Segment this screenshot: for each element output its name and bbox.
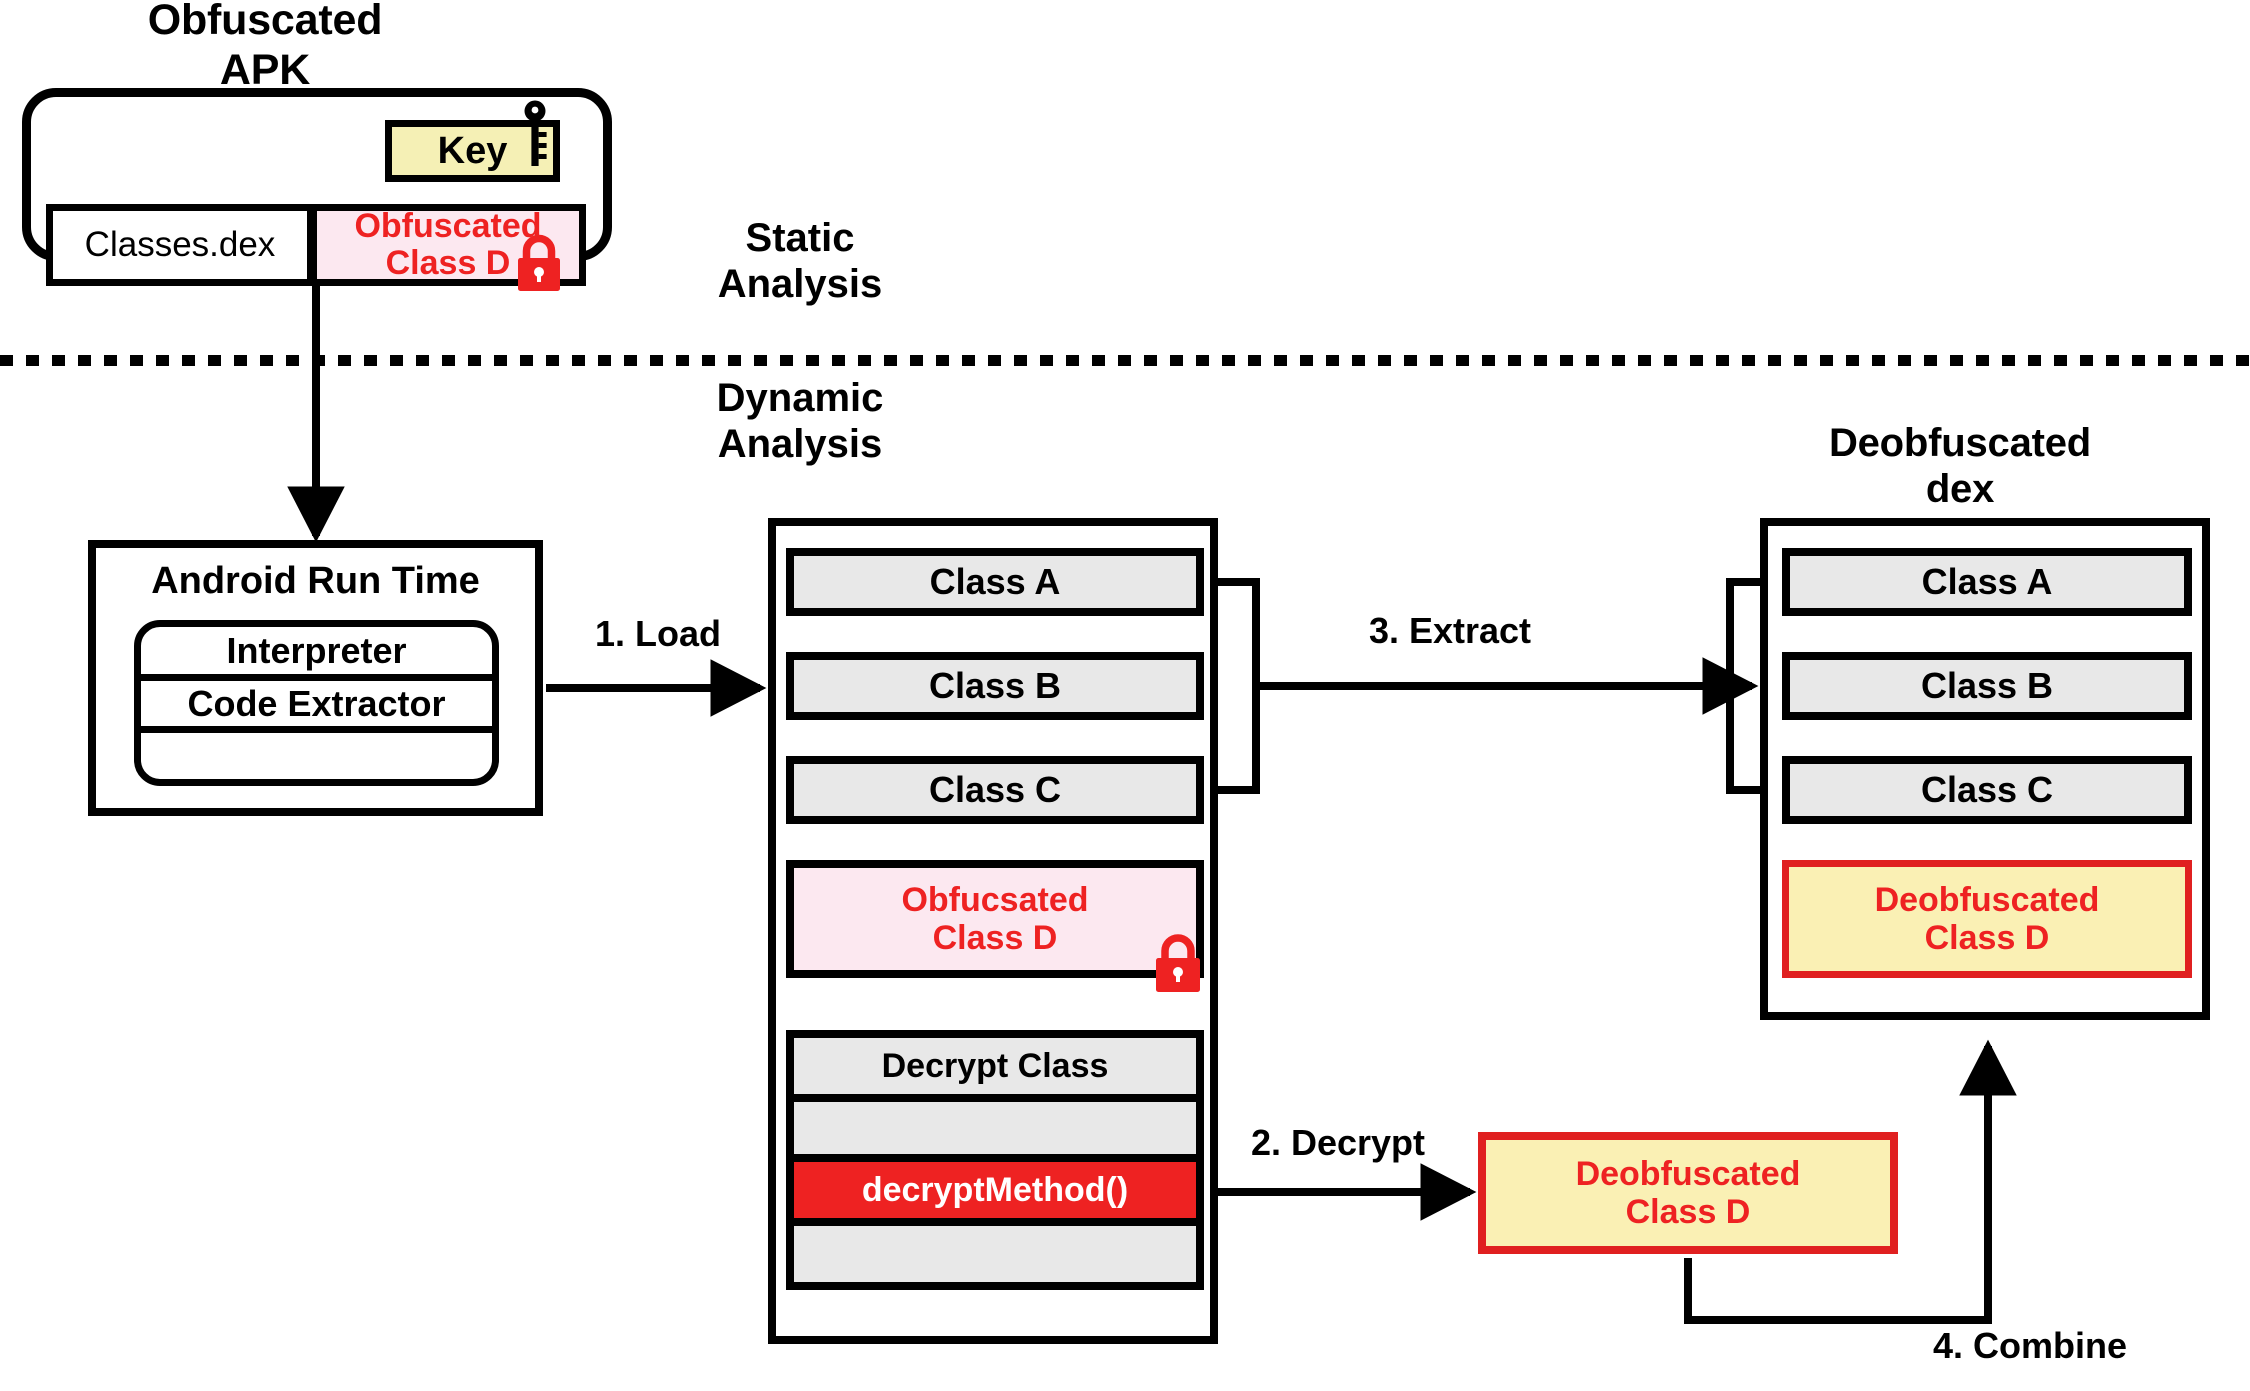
classes-dex-label: Classes.dex (84, 225, 276, 264)
dex-class-b-label: Class B (1920, 665, 2054, 706)
loaded-class-a-label: Class A (929, 561, 1061, 602)
runtime-row-interpreter[interactable]: Interpreter (141, 627, 492, 681)
runtime-row-empty[interactable] (141, 733, 492, 778)
loaded-obfuscated-class-d-line1: Obfucsated (901, 880, 1089, 919)
loaded-obfuscated-class-d[interactable]: Obfucsated Class D (786, 860, 1204, 978)
step-label-decrypt: 2. Decrypt (1250, 1122, 1426, 1163)
dex-class-a-label: Class A (1921, 561, 2053, 602)
lock-icon (1156, 934, 1200, 992)
loaded-class-c[interactable]: Class C (786, 756, 1204, 824)
key-icon (524, 100, 547, 166)
deobfuscated-dex-title-line2: dex (1925, 467, 1995, 512)
dynamic-analysis-label: Dynamic Analysis (640, 375, 960, 467)
step-label-combine: 4. Combine (1932, 1325, 2128, 1366)
dex-deobfuscated-class-d-line2: Class D (1924, 919, 2050, 957)
apk-title: Obfuscated APK (100, 0, 430, 96)
step-label-extract: 3. Extract (1368, 610, 1532, 651)
decrypt-method-row[interactable]: decryptMethod() (794, 1162, 1196, 1226)
dex-class-a[interactable]: Class A (1782, 548, 2192, 616)
deobfuscated-dex-title: Deobfuscated dex (1770, 420, 2150, 513)
obfuscated-class-d-line1: Obfuscated (354, 207, 542, 246)
decrypt-class-group: Decrypt Class decryptMethod() (786, 1030, 1204, 1290)
runtime-row-code-extractor[interactable]: Code Extractor (141, 681, 492, 733)
standalone-deobfuscated-class-d[interactable]: Deobfuscated Class D (1478, 1132, 1898, 1254)
decrypt-class-row-label: Decrypt Class (881, 1046, 1109, 1085)
static-label-line2: Analysis (717, 262, 883, 306)
loaded-class-b-label: Class B (928, 665, 1062, 706)
apk-title-line2: APK (219, 45, 311, 94)
loaded-class-a[interactable]: Class A (786, 548, 1204, 616)
runtime-row-interpreter-label: Interpreter (226, 629, 407, 671)
dex-class-b[interactable]: Class B (1782, 652, 2192, 720)
decrypt-group-row-empty-1[interactable] (794, 1102, 1196, 1162)
key-label: Key (437, 129, 508, 172)
step-label-load: 1. Load (594, 613, 722, 654)
classes-dex-box[interactable]: Classes.dex (46, 204, 314, 286)
standalone-deobfuscated-class-d-line1: Deobfuscated (1575, 1154, 1801, 1193)
android-runtime-title: Android Run Time (151, 560, 480, 602)
decrypt-method-row-label: decryptMethod() (861, 1170, 1129, 1209)
static-label-line1: Static (745, 216, 855, 260)
decrypt-group-row-empty-2[interactable] (794, 1226, 1196, 1282)
runtime-row-code-extractor-label: Code Extractor (187, 682, 446, 724)
apk-title-line1: Obfuscated (147, 0, 383, 44)
loaded-class-c-label: Class C (928, 769, 1062, 810)
deobfuscated-dex-title-line1: Deobfuscated (1828, 421, 2092, 465)
static-analysis-label: Static Analysis (640, 215, 960, 307)
dex-class-c-label: Class C (1920, 769, 2054, 810)
lock-icon (518, 234, 560, 291)
loaded-class-b[interactable]: Class B (786, 652, 1204, 720)
loaded-obfuscated-class-d-line2: Class D (932, 919, 1058, 957)
obfuscated-class-d-line2: Class D (385, 244, 511, 282)
dynamic-label-line1: Dynamic (716, 376, 884, 420)
dynamic-label-line2: Analysis (717, 422, 883, 466)
decrypt-class-row[interactable]: Decrypt Class (794, 1038, 1196, 1102)
static-dynamic-divider (0, 355, 2250, 366)
android-runtime-inner: Interpreter Code Extractor (134, 620, 499, 786)
key-box[interactable]: Key (385, 120, 560, 182)
dex-deobfuscated-class-d[interactable]: Deobfuscated Class D (1782, 860, 2192, 978)
dex-class-c[interactable]: Class C (1782, 756, 2192, 824)
standalone-deobfuscated-class-d-line2: Class D (1625, 1193, 1751, 1231)
dex-deobfuscated-class-d-line1: Deobfuscated (1874, 880, 2100, 919)
